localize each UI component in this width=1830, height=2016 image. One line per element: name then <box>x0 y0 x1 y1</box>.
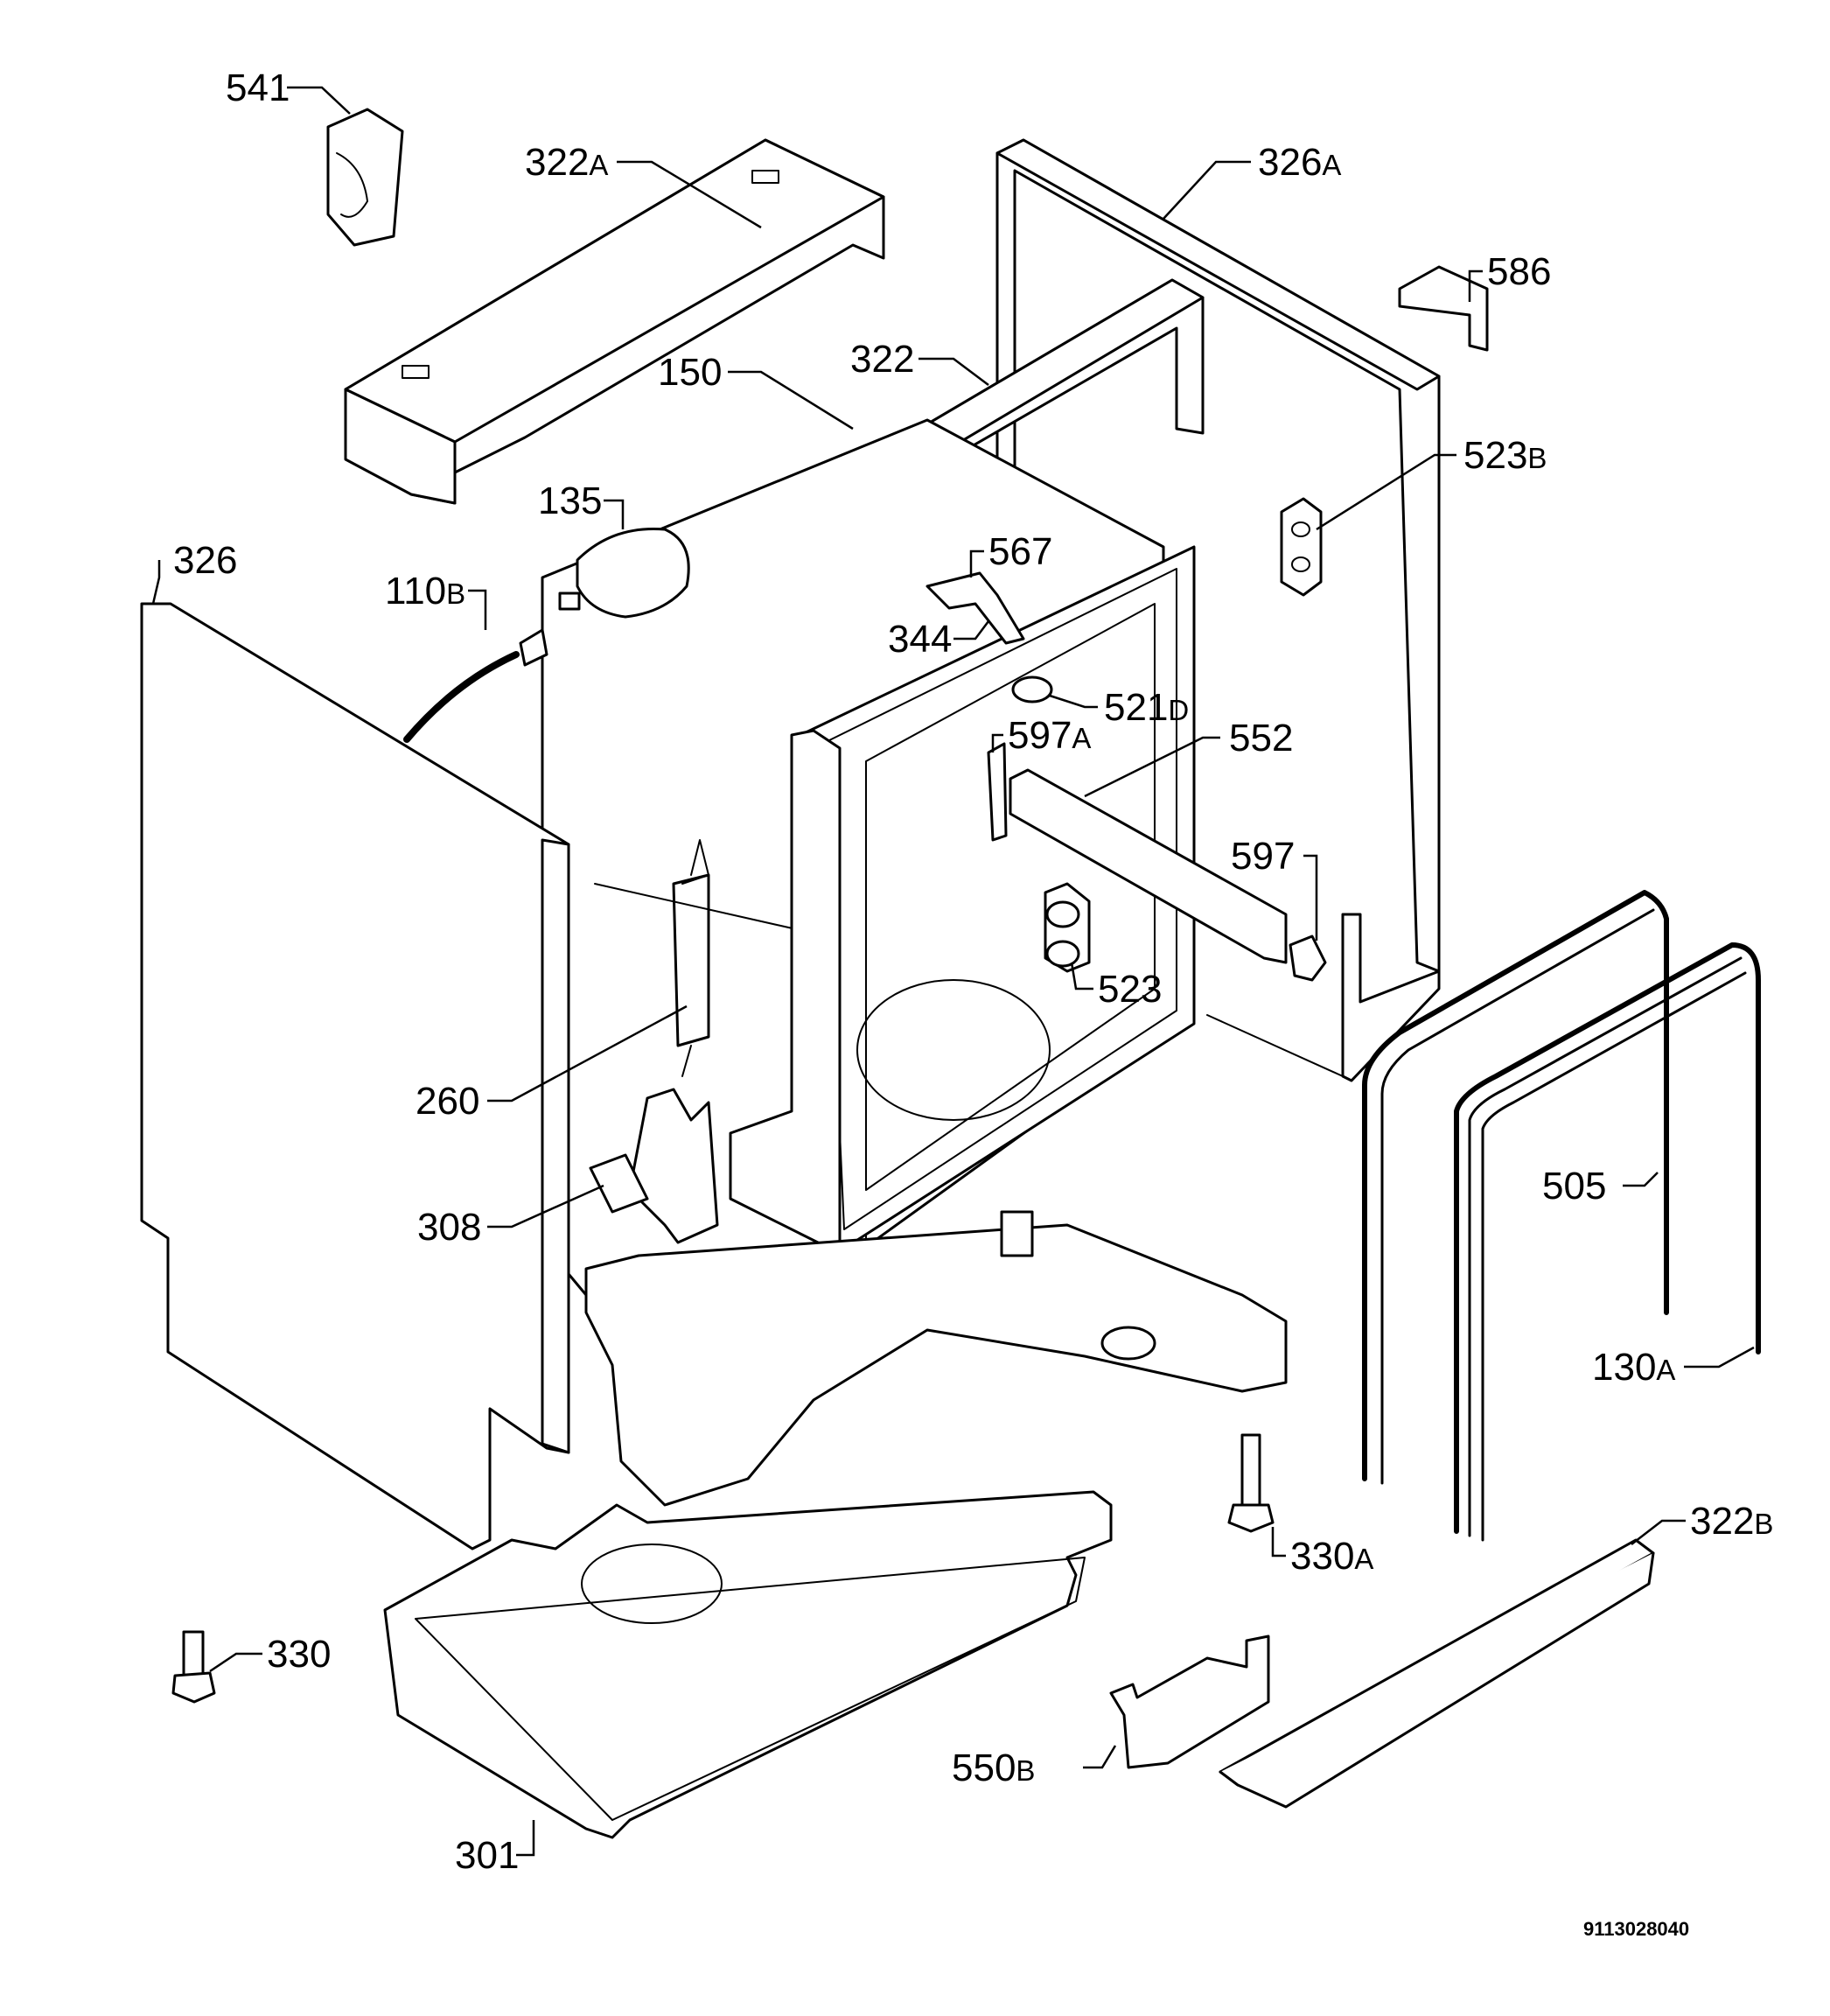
label-322b: 322B <box>1690 1500 1773 1543</box>
part-567-344-clip <box>925 571 1025 645</box>
part-330-foot <box>171 1630 216 1704</box>
label-326a: 326A <box>1258 141 1341 184</box>
label-301: 301 <box>455 1834 519 1877</box>
part-523b-fitting <box>1280 497 1323 597</box>
part-labels: 541 322A 326A 586 150 322 523B 135 326 1… <box>173 66 1773 1940</box>
part-322a-top-rail <box>344 138 885 505</box>
label-586: 586 <box>1487 250 1551 293</box>
label-130a: 130A <box>1592 1346 1675 1389</box>
label-326: 326 <box>173 539 237 582</box>
part-597-latch <box>1289 934 1327 982</box>
label-552: 552 <box>1229 717 1293 760</box>
part-521d-plug <box>1011 676 1053 704</box>
label-322: 322 <box>850 338 914 381</box>
part-base-frame <box>584 1210 1288 1507</box>
label-523b: 523B <box>1463 434 1547 477</box>
part-505-gasket <box>1362 890 1669 1485</box>
label-344: 344 <box>888 618 952 661</box>
label-150: 150 <box>658 351 722 394</box>
label-260: 260 <box>416 1080 479 1123</box>
part-597a-latch <box>987 742 1008 842</box>
part-301-base-tray <box>383 1490 1113 1839</box>
part-322b-strip <box>1219 1538 1655 1809</box>
part-135-dispenser <box>558 527 690 619</box>
part-110b-hose <box>403 628 548 743</box>
label-597a: 597A <box>1008 714 1091 757</box>
label-322a: 322A <box>525 141 608 184</box>
label-523: 523 <box>1098 968 1162 1011</box>
part-586-bracket <box>1398 265 1489 352</box>
part-308-hinge <box>589 1088 719 1244</box>
label-330a: 330A <box>1290 1535 1373 1578</box>
leader-lines <box>151 86 1755 1857</box>
label-567: 567 <box>988 530 1052 573</box>
label-550b: 550B <box>952 1746 1035 1789</box>
label-135: 135 <box>538 480 602 522</box>
label-505: 505 <box>1542 1165 1606 1208</box>
part-523-fitting <box>1044 882 1091 973</box>
label-110b: 110B <box>385 570 465 612</box>
part-330a-foot <box>1227 1433 1275 1533</box>
part-552-bar <box>1009 768 1288 964</box>
part-550b-bracket <box>1109 1634 1270 1769</box>
label-308: 308 <box>417 1206 481 1249</box>
label-521d: 521D <box>1104 686 1189 729</box>
part-260-spring <box>672 839 710 1077</box>
label-597: 597 <box>1231 835 1295 878</box>
label-541: 541 <box>226 66 290 109</box>
part-541-clip <box>326 108 404 247</box>
label-330: 330 <box>267 1633 331 1676</box>
part-326-side-panel <box>140 602 570 1550</box>
part-130a-gasket <box>1454 942 1761 1542</box>
drawing-code: 9113028040 <box>1583 1918 1689 1940</box>
